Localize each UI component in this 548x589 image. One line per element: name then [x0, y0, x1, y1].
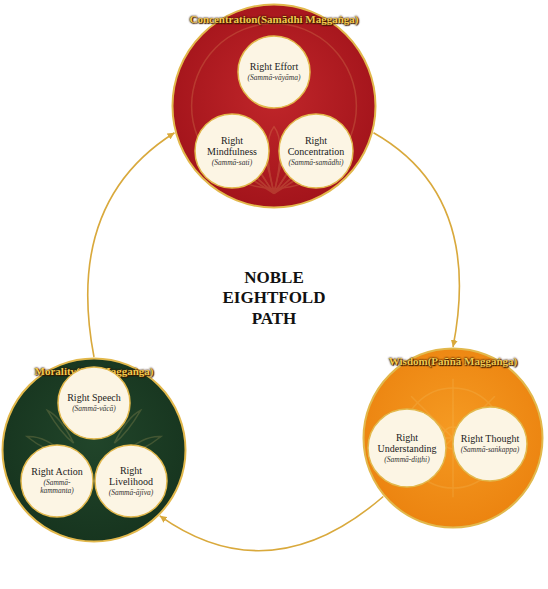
path-name: Right Concentration — [286, 135, 346, 158]
path-circle-fill — [195, 114, 269, 188]
group-circle: Concentration(Samādhi Maggaṅga)Right Eff… — [171, 3, 377, 209]
group-circle-fill — [3, 359, 186, 542]
diagram-title: NOBLE EIGHTFOLD PATH — [214, 268, 334, 329]
circle-content: Right Speech(Sammā-vācā) — [57, 366, 131, 440]
path-circle-fill — [58, 367, 130, 439]
circle-content: Right Understanding(Sammā-diṭṭhi) — [367, 408, 447, 488]
circle-content: Right Thought(Sammā-saṅkappa) — [452, 406, 528, 482]
path-circle: Right Concentration(Sammā-samādhi) — [278, 113, 354, 189]
path-name: Right Mindfulness — [202, 135, 262, 158]
path-circle: Right Mindfulness(Sammā-sati) — [194, 113, 270, 189]
path-name: Right Understanding — [376, 432, 438, 455]
cycle-arrow — [374, 133, 460, 347]
lotus-ring — [192, 24, 357, 189]
wheel-spoke — [452, 379, 454, 438]
path-circle-fill — [368, 409, 446, 487]
group-circle-fill — [173, 5, 376, 208]
path-circle: Right Speech(Sammā-vācā) — [57, 366, 131, 440]
circle-content: Right Action(Sammā-kammanta) — [20, 444, 94, 518]
group-heading: Wisdom(Paññā Maggaṅga) — [302, 355, 548, 367]
circle-content: Right Livelihood(Sammā-ājīva) — [94, 444, 168, 518]
pali-term: (Sammā-vāyāma) — [248, 74, 301, 83]
background-ornament — [192, 24, 357, 194]
circle-content: Right Mindfulness(Sammā-sati) — [194, 113, 270, 189]
path-name: Right Effort — [250, 61, 298, 73]
group-circle-fill — [364, 349, 543, 528]
path-circle-fill — [238, 36, 310, 108]
pali-term: (Sammā-ājīva) — [109, 489, 154, 498]
path-circle-fill — [95, 445, 167, 517]
group-heading: Morality(Sila Maggaṅga) — [0, 365, 247, 377]
group-heading: Concentration(Samādhi Maggaṅga) — [111, 13, 437, 25]
path-name: Right Livelihood — [102, 465, 160, 488]
group-circle: Wisdom(Paññā Maggaṅga)Right Understandin… — [362, 347, 544, 529]
circle-content: Right Concentration(Sammā-samādhi) — [278, 113, 354, 189]
path-circle: Right Thought(Sammā-saṅkappa) — [452, 406, 528, 482]
path-name: Right Speech — [67, 392, 121, 404]
pali-term: (Sammā-kammanta) — [28, 479, 86, 496]
group-circle: Morality(Sila Maggaṅga)Right Speech(Samm… — [1, 357, 187, 543]
cycle-arrow — [88, 133, 175, 357]
pali-term: (Sammā-saṅkappa) — [461, 446, 519, 455]
path-name: Right Thought — [461, 433, 519, 445]
path-circle: Right Effort(Sammā-vāyāma) — [237, 35, 311, 109]
path-circle: Right Action(Sammā-kammanta) — [20, 444, 94, 518]
pali-term: (Sammā-sati) — [212, 159, 252, 168]
lotus-petal — [268, 127, 280, 194]
path-circle-fill — [21, 445, 93, 517]
path-circle: Right Livelihood(Sammā-ājīva) — [94, 444, 168, 518]
path-name: Right Action — [31, 466, 82, 478]
circle-content: Right Effort(Sammā-vāyāma) — [237, 35, 311, 109]
path-circle-fill — [453, 407, 527, 481]
pali-term: (Sammā-vācā) — [72, 405, 116, 414]
path-circle: Right Understanding(Sammā-diṭṭhi) — [367, 408, 447, 488]
pali-term: (Sammā-diṭṭhi) — [384, 456, 429, 465]
path-circle-fill — [279, 114, 353, 188]
cycle-arrow — [160, 497, 383, 551]
pali-term: (Sammā-samādhi) — [289, 159, 344, 168]
